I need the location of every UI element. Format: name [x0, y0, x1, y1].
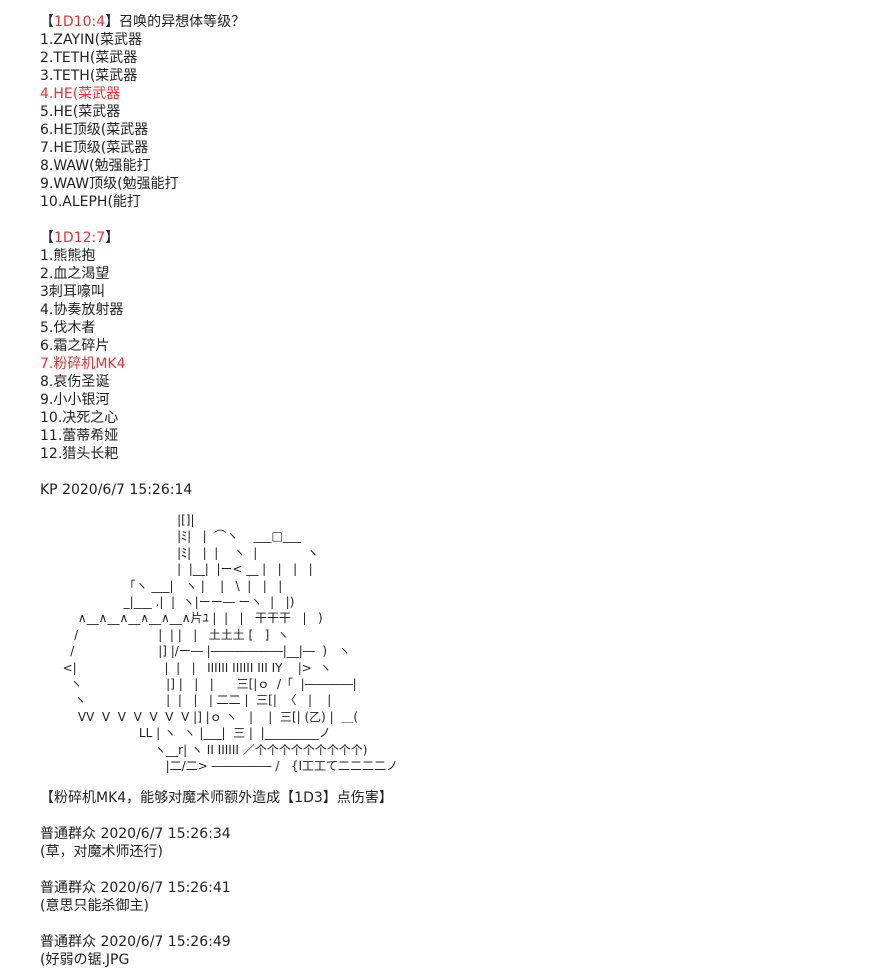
bracket-close: 】 — [105, 230, 120, 246]
list-item: 9.小小银河 — [40, 392, 110, 408]
post-body: 【1D10:4】召唤的异想体等级？ 1.ZAYIN(菜武器 2.TETH(菜武器… — [40, 13, 870, 499]
list-item: 12.猎头长耙 — [40, 446, 119, 462]
comment-timestamp: 2020/6/7 15:26:34 — [100, 826, 231, 842]
list-item: 3.TETH(菜武器 — [40, 68, 138, 84]
list-item: 6.HE顶级(菜武器 — [40, 122, 149, 138]
comment-meta: 普通群众 2020/6/7 15:26:34 — [40, 825, 870, 843]
roll1-header: 【1D10:4】召唤的异想体等级？ — [40, 13, 870, 31]
comment-meta: 普通群众 2020/6/7 15:26:49 — [40, 933, 870, 951]
list-item: 11.蕾蒂希娅 — [40, 428, 119, 444]
roll2-header: 【1D12:7】 — [40, 229, 870, 247]
list-item: 7.HE顶级(菜武器 — [40, 140, 149, 156]
list-item: 5.HE(菜武器 — [40, 104, 121, 120]
list-item: 1.ZAYIN(菜武器 — [40, 32, 143, 48]
list-item: 5.伐木者 — [40, 320, 96, 336]
list-item-selected: 4.HE(菜武器 — [40, 86, 121, 102]
post-timestamp: 2020/6/7 15:26:14 — [62, 482, 193, 498]
comment-text: (意思只能杀御主) — [40, 898, 149, 914]
list-item: 10.决死之心 — [40, 410, 119, 426]
dice-roll-result: 1D12:7 — [54, 230, 106, 246]
list-item: 4.协奏放射器 — [40, 302, 124, 318]
post-author: KP — [40, 482, 58, 498]
dice-roll-result: 1D10:4 — [54, 14, 106, 30]
comment-text: (草，对魔术师还行) — [40, 844, 163, 860]
bracket-open: 【 — [40, 14, 54, 30]
bracket-close: 】 — [105, 14, 120, 30]
list-item: 3刺耳嚎叫 — [40, 284, 105, 300]
list-item: 6.霜之碎片 — [40, 338, 110, 354]
list-item: 8.WAW(勉强能打 — [40, 158, 151, 174]
post-meta: KP 2020/6/7 15:26:14 — [40, 481, 870, 499]
comment-meta: 普通群众 2020/6/7 15:26:41 — [40, 879, 870, 897]
list-item: 10.ALEPH(能打 — [40, 194, 141, 210]
list-item: 9.WAW顶级(勉强能打 — [40, 176, 179, 192]
list-item: 2.TETH(菜武器 — [40, 50, 138, 66]
comment-author: 普通群众 — [40, 880, 96, 896]
chainsaw-ascii-art: |[]| |ﾐ| | ⌒ヽ ___□___ |ﾐ| | | ヽ | ヽ | |_… — [62, 513, 399, 774]
list-item-selected: 7.粉碎机MK4 — [40, 356, 126, 372]
post-footer: 【粉碎机MK4，能够对魔术师额外造成【1D3】点伤害】 普通群众 2020/6/… — [40, 789, 870, 969]
roll-question: 召唤的异想体等级？ — [119, 14, 246, 30]
comment-text: (好弱の锯.JPG — [40, 952, 130, 968]
comment-author: 普通群众 — [40, 826, 96, 842]
skill-description: 【粉碎机MK4，能够对魔术师额外造成【1D3】点伤害】 — [40, 790, 393, 806]
comment-timestamp: 2020/6/7 15:26:41 — [100, 880, 231, 896]
bracket-open: 【 — [40, 230, 54, 246]
list-item: 8.哀伤圣诞 — [40, 374, 110, 390]
comment-author: 普通群众 — [40, 934, 96, 950]
list-item: 2.血之渴望 — [40, 266, 110, 282]
comment-timestamp: 2020/6/7 15:26:49 — [100, 934, 231, 950]
list-item: 1.熊熊抱 — [40, 248, 96, 264]
